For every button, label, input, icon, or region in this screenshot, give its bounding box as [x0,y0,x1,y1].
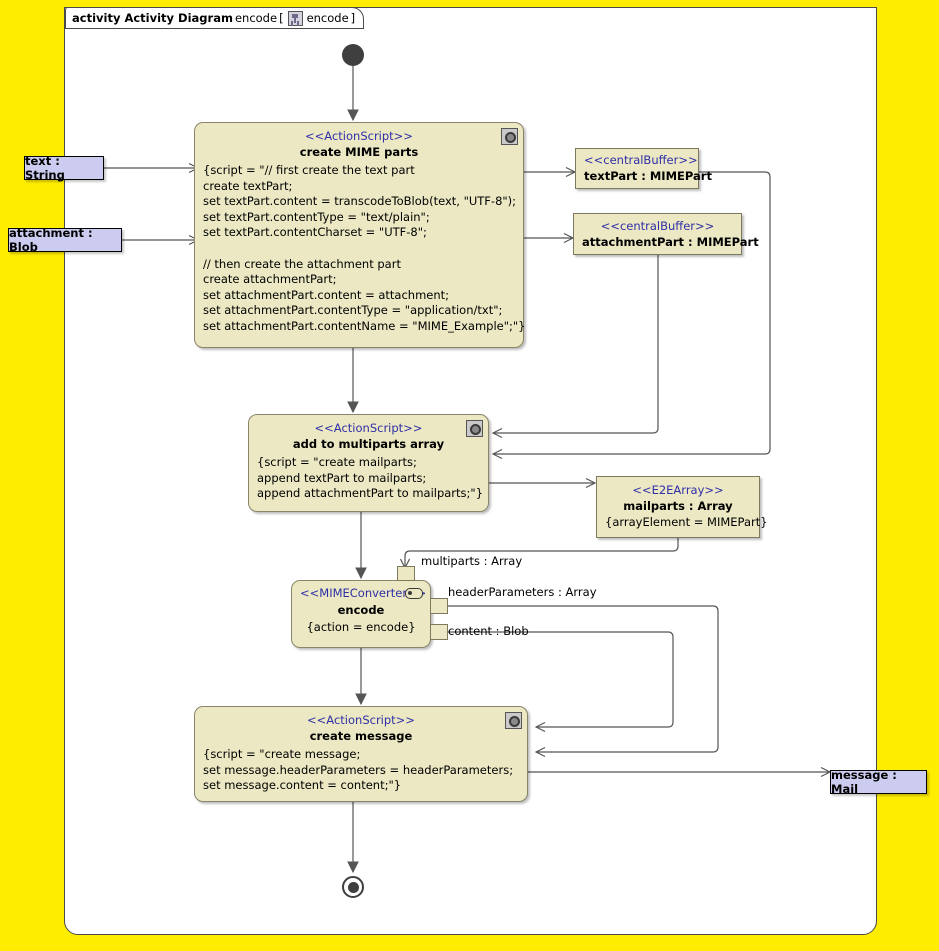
action-name: create MIME parts [299,145,419,159]
central-buffer-text-part[interactable]: <<centralBuffer>> textPart : MIMEPart [575,148,712,189]
frame-bracket-close: ] [350,11,356,25]
array-stereotype: <<E2EArray>> [632,483,724,498]
action-create-mime-parts[interactable]: <<ActionScript>> create MIME parts {scri… [194,122,526,348]
pin-multiparts[interactable] [397,566,415,581]
frame-name: encode [234,11,278,25]
array-label: mailparts : Array [623,499,733,514]
parameter-node-attachment[interactable]: attachment : Blob [8,226,122,254]
pin-header-parameters-label: headerParameters : Array [448,585,597,599]
action-add-to-multiparts-array[interactable]: <<ActionScript>> add to multiparts array… [248,414,489,512]
encode-property: {action = encode} [306,620,416,634]
edge-attachmentpart-to-add [493,255,659,433]
action-stereotype: <<ActionScript>> [305,129,413,143]
pin-content-label: content : Blob [448,624,529,638]
pin-content[interactable] [430,624,448,640]
object-node-mailparts[interactable]: <<E2EArray>> mailparts : Array {arrayEle… [596,476,768,538]
parameter-node-text[interactable]: text : String [24,154,104,182]
buffer-label: textPart : MIMEPart [584,169,712,183]
edge-mailparts-to-multiparts-pin [405,538,679,568]
action-script: {script = "create message; set message.h… [203,747,514,793]
call-behavior-rake-icon [405,588,423,599]
edge-content-to-create-message [447,631,674,727]
action-script: {script = "create mailparts; append text… [257,455,484,501]
pin-multiparts-label: multiparts : Array [421,554,523,568]
behavior-icon [505,712,522,729]
action-stereotype: <<ActionScript>> [314,421,423,435]
action-name: add to multiparts array [292,437,445,451]
action-stereotype: <<ActionScript>> [307,713,415,727]
buffer-stereotype: <<centralBuffer>> [600,218,715,233]
central-buffer-attachment-part[interactable]: <<centralBuffer>> attachmentPart : MIMEP… [573,213,759,255]
frame-keyword: activity Activity Diagram [72,11,233,25]
action-name: create message [309,729,413,743]
buffer-label: attachmentPart : MIMEPart [582,234,759,249]
edge-textpart-to-add [493,171,771,454]
pin-header-parameters[interactable] [430,598,448,614]
activity-icon [287,10,303,26]
frame-bracket-open: [ [279,11,284,25]
behavior-icon [501,128,518,145]
encode-name: encode [337,603,385,617]
action-create-message[interactable]: <<ActionScript>> create message {script … [194,706,528,802]
parameter-node-message[interactable]: message : Mail [830,768,927,796]
array-property: {arrayElement = MIMEPart} [605,515,768,530]
frame-bracket-label: encode [306,11,349,25]
edge-headerparameters-to-create-message [447,605,719,752]
action-script: {script = "// first create the text part… [203,163,526,333]
encode-stereotype: <<MIMEConverter>> [300,586,427,600]
initial-node[interactable] [342,44,364,66]
diagram-frame-header: activity Activity Diagram encode [ encod… [65,7,365,29]
behavior-icon [466,420,483,437]
activity-final-node[interactable] [342,876,364,898]
buffer-stereotype: <<centralBuffer>> [584,153,698,167]
action-encode[interactable]: <<MIMEConverter>> encode {action = encod… [291,580,431,648]
